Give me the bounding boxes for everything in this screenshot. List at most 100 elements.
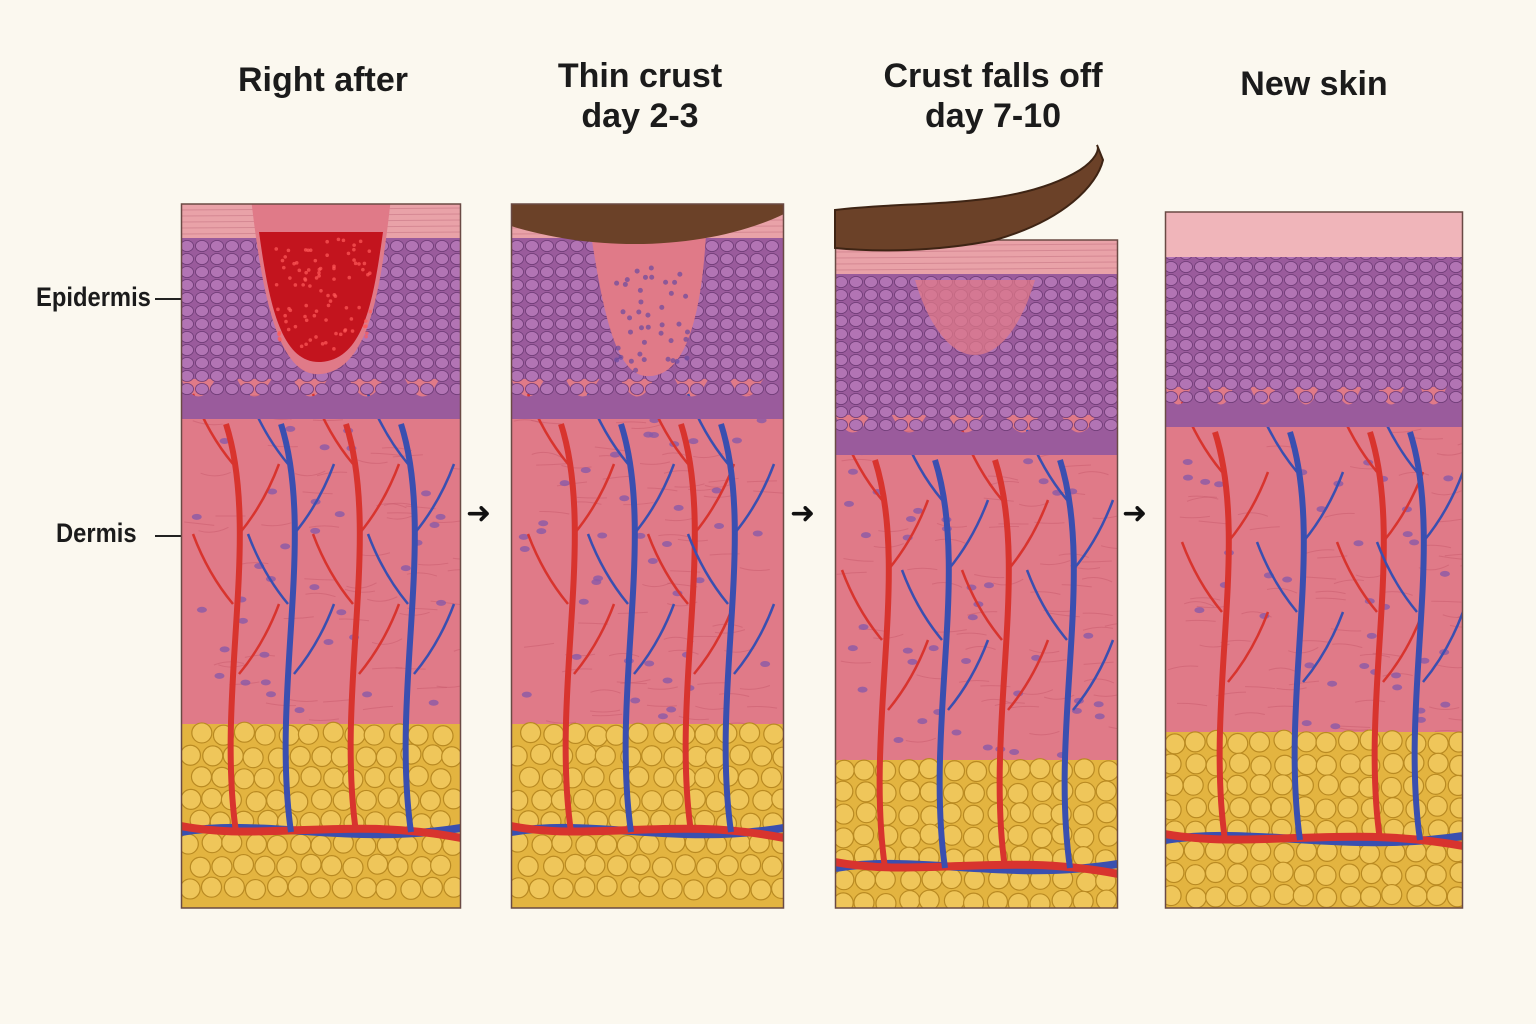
capillary-branch xyxy=(573,603,616,675)
fibroblast-cell xyxy=(983,582,994,589)
fat-cell xyxy=(1427,752,1449,774)
fat-cell xyxy=(552,877,574,899)
keratinocyte-cell xyxy=(705,331,719,343)
keratinocyte-cell xyxy=(435,240,449,252)
fat-cell xyxy=(852,824,875,846)
dermis-fiber xyxy=(1022,689,1054,695)
capillary-branch xyxy=(246,533,289,605)
keratinocyte-cell xyxy=(1209,339,1223,351)
keratinocyte-cell xyxy=(1104,328,1118,340)
fat-cell xyxy=(531,789,553,811)
keratinocyte-cell xyxy=(1374,326,1388,338)
keratinocyte-cell xyxy=(1254,391,1268,403)
fibroblast-cell xyxy=(847,468,858,475)
keratinocyte-cell xyxy=(570,253,584,265)
keratinocyte-cell xyxy=(1299,287,1313,299)
fat-cell xyxy=(511,745,528,767)
fibroblast-cell xyxy=(1304,662,1315,669)
keratinocyte-cell xyxy=(555,370,569,382)
keratinocyte-cell xyxy=(1179,313,1193,325)
dermis-fiber xyxy=(988,525,1020,528)
keratinocyte-cell xyxy=(240,370,254,382)
dermis-fiber xyxy=(616,681,647,685)
keratinocyte-cell xyxy=(1014,354,1028,366)
fat-cell xyxy=(1098,760,1118,782)
keratinocyte-cell xyxy=(939,367,953,379)
keratinocyte-cell xyxy=(225,253,239,265)
keratinocyte-cell xyxy=(1165,274,1178,286)
keratinocyte-cell xyxy=(1044,302,1058,314)
dermis-fiber xyxy=(843,558,874,562)
dermis-fiber xyxy=(1306,576,1337,580)
keratinocyte-cell xyxy=(1419,391,1433,403)
keratinocyte-cell xyxy=(720,266,734,278)
keratinocyte-cell xyxy=(1104,367,1118,379)
keratinocyte-cell xyxy=(835,315,848,327)
keratinocyte-cell xyxy=(984,367,998,379)
clot-granule xyxy=(326,303,331,308)
fat-cell xyxy=(1007,824,1029,847)
fat-cell xyxy=(963,782,985,804)
keratinocyte-cell xyxy=(924,393,938,405)
fat-cell xyxy=(387,856,409,878)
keratinocyte-cell xyxy=(1029,393,1043,405)
fat-cell xyxy=(900,869,922,891)
stage-title-right-after: Right after xyxy=(173,60,473,100)
dermis-fiber xyxy=(418,562,449,566)
keratinocyte-cell xyxy=(630,383,644,395)
fat-cell xyxy=(661,878,683,900)
keratinocyte-cell xyxy=(195,318,209,330)
dermis-fiber xyxy=(452,467,461,470)
vein-vessel xyxy=(398,423,418,833)
keratinocyte-cell xyxy=(345,357,359,369)
keratinocyte-cell xyxy=(750,240,764,252)
keratinocyte-cell xyxy=(720,305,734,317)
dermis-fiber xyxy=(1442,614,1463,618)
keratinocyte-cell xyxy=(1044,354,1058,366)
fat-cell xyxy=(761,855,783,877)
migrating-cell xyxy=(659,304,665,310)
dermis-fiber xyxy=(1177,702,1208,707)
keratinocyte-cell xyxy=(750,305,764,317)
fat-cell xyxy=(364,766,386,789)
keratinocyte-cell xyxy=(1359,365,1373,377)
clot-granule xyxy=(317,274,321,278)
keratinocyte-cell xyxy=(420,370,434,382)
fat-cell xyxy=(1449,861,1463,884)
capillary-branch xyxy=(1072,639,1115,711)
keratinocyte-cell xyxy=(835,393,848,405)
keratinocyte-cell xyxy=(939,354,953,366)
clot-granule xyxy=(367,249,372,253)
fat-cell xyxy=(1250,755,1272,777)
keratinocyte-cell xyxy=(511,331,524,343)
dermis-fiber xyxy=(213,661,245,666)
fibroblast-cell xyxy=(635,532,646,539)
keratinocyte-cell xyxy=(1209,313,1223,325)
fat-cell xyxy=(695,856,718,879)
keratinocyte-cell xyxy=(420,266,434,278)
migrating-cell xyxy=(672,279,678,285)
fat-cell xyxy=(1051,889,1073,908)
keratinocyte-cell xyxy=(909,354,923,366)
fibroblast-cell xyxy=(1327,680,1338,687)
keratinocyte-cell xyxy=(1194,313,1208,325)
dermis-fiber xyxy=(981,698,1012,704)
fat-cell xyxy=(1227,842,1249,864)
fat-cell xyxy=(441,746,461,768)
dermis-fiber xyxy=(592,713,623,717)
fat-cell xyxy=(728,788,750,811)
keratinocyte-cell xyxy=(720,279,734,291)
keratinocyte-cell xyxy=(570,331,584,343)
keratinocyte-cell xyxy=(999,393,1013,405)
dermis-fiber xyxy=(1431,600,1462,603)
keratinocyte-cell xyxy=(750,370,764,382)
keratinocyte-cell xyxy=(240,253,254,265)
migrating-cell xyxy=(658,330,664,336)
dermis-fiber xyxy=(1359,653,1391,658)
fat-cell xyxy=(1250,796,1272,818)
migrating-cell xyxy=(648,265,654,271)
fat-cell xyxy=(407,765,429,787)
keratinocyte-cell xyxy=(1344,339,1358,351)
migrating-cell xyxy=(677,271,683,277)
keratinocyte-cell xyxy=(570,240,584,252)
